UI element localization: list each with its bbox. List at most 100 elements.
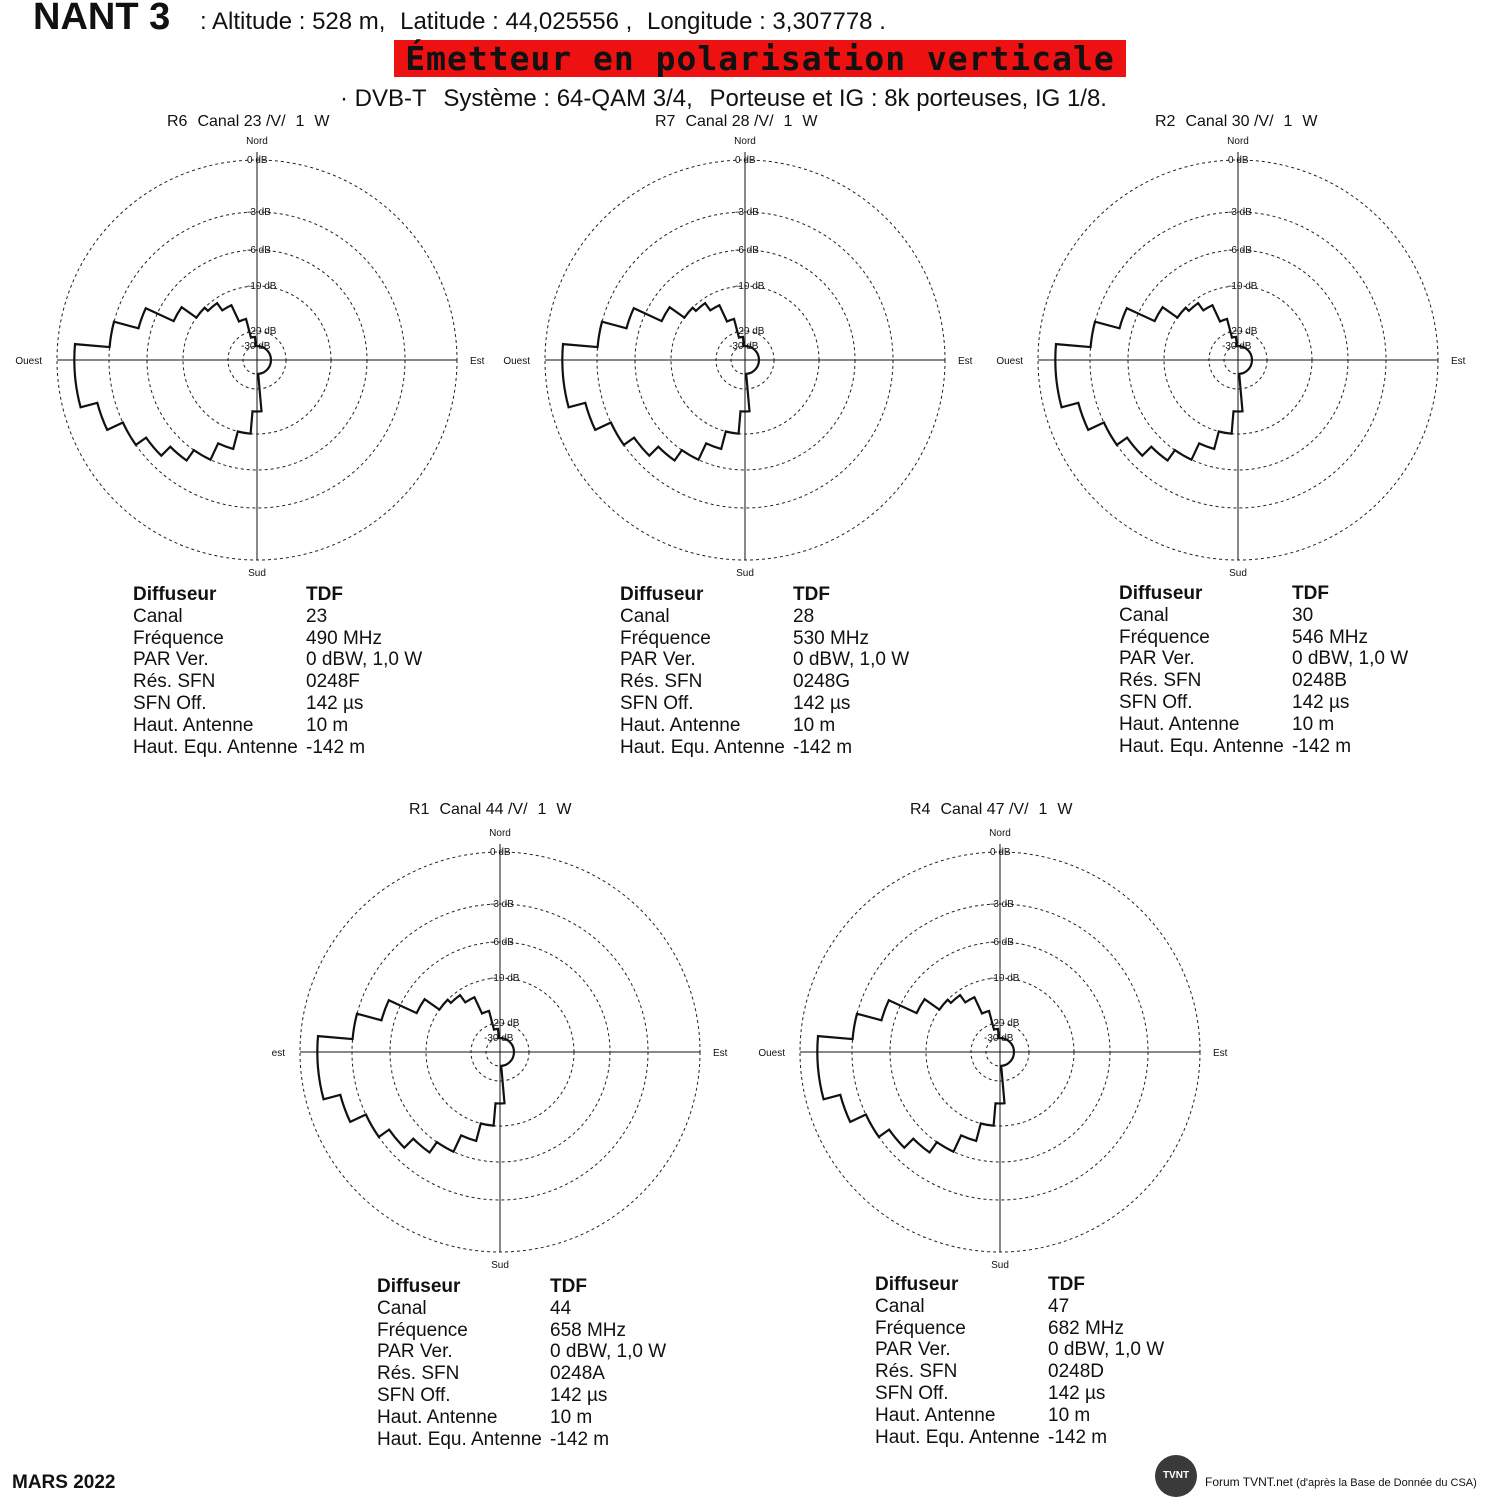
info-label: Rés. SFN	[1119, 670, 1202, 692]
site-coordinates: : Altitude : 528 m, Latitude : 44,025556…	[200, 8, 894, 36]
info-label: SFN Off.	[875, 1382, 949, 1404]
info-value: -142 m	[793, 736, 853, 758]
latitude-text: Latitude : 44,025556 ,	[400, 8, 633, 35]
radiation-pattern	[561, 301, 761, 463]
direction-label-east: Est	[1451, 356, 1466, 367]
info-label: SFN Off.	[377, 1384, 451, 1406]
direction-label-south: Sud	[1229, 568, 1247, 579]
info-label: Canal	[1119, 604, 1169, 626]
info-label: Rés. SFN	[620, 671, 703, 693]
system-prefix: · DVB-T	[340, 85, 427, 112]
credit-source: (d'après la Base de Donnée du CSA)	[1296, 1477, 1477, 1489]
db-ring-label: -6 dB	[990, 937, 1014, 948]
info-value: 0 dBW, 1,0 W	[1292, 648, 1409, 670]
info-label: Diffuseur	[133, 584, 217, 605]
info-label: Diffuseur	[875, 1274, 959, 1295]
db-ring-label: -3 dB	[490, 899, 514, 910]
direction-label-south: Sud	[736, 568, 754, 579]
direction-label-north: Nord	[489, 828, 511, 839]
antenna-title-part: W	[1302, 113, 1318, 130]
tvnt-logo: TVNT	[1155, 1455, 1197, 1497]
antenna-title-part: 1	[1038, 801, 1048, 818]
antenna-title-part: W	[1057, 801, 1073, 818]
direction-label-north: Nord	[989, 828, 1011, 839]
info-value: 10 m	[306, 714, 349, 736]
info-row-haut_equ: Haut. Equ. Antenne-142 m	[133, 737, 422, 759]
info-row-sfn_off: SFN Off.142 µs	[620, 693, 909, 715]
info-label: Haut. Equ. Antenne	[875, 1426, 1040, 1448]
antenna-title-part: R1	[409, 801, 430, 818]
info-row-sfn_off: SFN Off.142 µs	[1119, 692, 1408, 714]
source-credit: Forum TVNT.net (d'après la Base de Donné…	[1205, 1475, 1477, 1489]
info-label: Haut. Equ. Antenne	[1119, 735, 1284, 757]
info-value: 44	[550, 1297, 572, 1319]
info-value: 0248G	[793, 671, 851, 693]
info-label: PAR Ver.	[133, 649, 209, 671]
db-ring-label: -3 dB	[735, 207, 759, 218]
info-value: 658 MHz	[550, 1319, 627, 1341]
info-label: Fréquence	[133, 627, 224, 649]
info-label: SFN Off.	[1119, 691, 1193, 713]
info-label: PAR Ver.	[620, 649, 696, 671]
db-ring-label: -3 dB	[1228, 207, 1252, 218]
info-label: PAR Ver.	[377, 1341, 453, 1363]
info-row-sfn_off: SFN Off.142 µs	[133, 693, 422, 715]
info-label: Haut. Equ. Antenne	[620, 736, 785, 758]
db-ring-label: -6 dB	[1228, 245, 1252, 256]
antenna-title-part: W	[802, 113, 818, 130]
direction-label-west: Ouest	[15, 356, 42, 367]
db-ring-label: -20 dB	[735, 326, 765, 337]
info-row-sfn_off: SFN Off.142 µs	[875, 1383, 1164, 1405]
antenna-title-part: Canal 47 /V/	[940, 801, 1029, 818]
direction-label-north: Nord	[1227, 136, 1249, 147]
antenna-title-part: R2	[1155, 113, 1176, 130]
db-ring-label: -20 dB	[1228, 326, 1258, 337]
radiation-pattern	[316, 993, 516, 1155]
info-value: TDF	[793, 584, 830, 605]
db-ring-label: -3 dB	[247, 207, 271, 218]
direction-label-south: Sud	[491, 1260, 509, 1271]
direction-label-west: Ouest	[758, 1048, 785, 1059]
db-ring-label: -6 dB	[247, 245, 271, 256]
altitude-text: : Altitude : 528 m,	[200, 8, 386, 35]
polar-radiation-chart: 0 dB-3 dB-6 dB-10 dB-20 dB-30 dBNordSudE…	[996, 136, 1466, 579]
db-ring-label: -10 dB	[990, 973, 1020, 984]
info-value: 546 MHz	[1292, 626, 1369, 648]
info-value: 0248A	[550, 1363, 605, 1385]
publication-date: MARS 2022	[12, 1472, 116, 1493]
info-value: 0248F	[306, 671, 360, 693]
info-value: 10 m	[1292, 713, 1335, 735]
info-row-par: PAR Ver.0 dBW, 1,0 W	[133, 649, 422, 671]
system-line: · DVB-T Système : 64-QAM 3/4, Porteuse e…	[340, 85, 1117, 113]
antenna-title-part: R4	[910, 801, 931, 818]
info-value: 0248D	[1048, 1361, 1104, 1383]
info-row-par: PAR Ver.0 dBW, 1,0 W	[1119, 648, 1408, 670]
db-ring-label: -20 dB	[247, 326, 277, 337]
db-ring-label: -3 dB	[990, 899, 1014, 910]
info-value: 10 m	[1048, 1404, 1091, 1426]
info-label: Haut. Antenne	[377, 1406, 498, 1428]
credit-forum: Forum TVNT.net	[1205, 1475, 1293, 1489]
info-label: PAR Ver.	[875, 1339, 951, 1361]
info-value: 23	[306, 605, 328, 627]
info-label: Canal	[377, 1297, 427, 1319]
antenna-title-part: Canal 44 /V/	[439, 801, 528, 818]
